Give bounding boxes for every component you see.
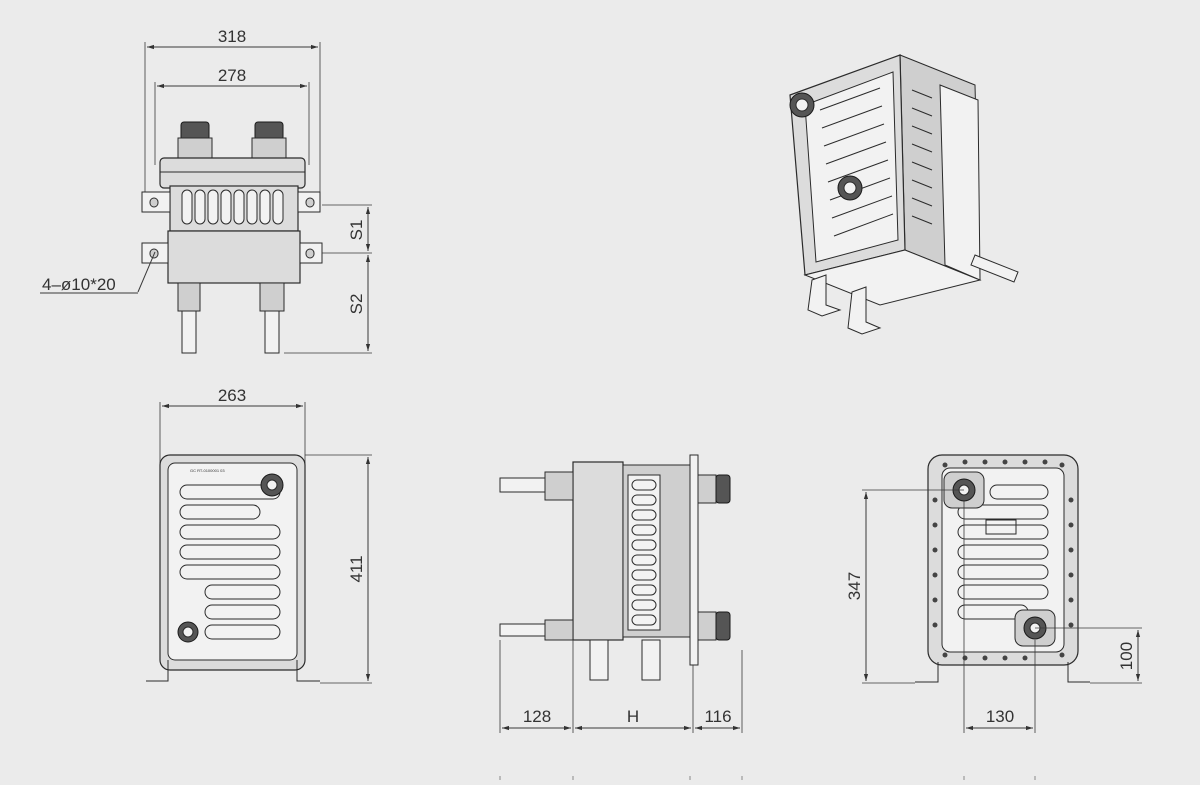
dim-100: 100 bbox=[1117, 642, 1136, 670]
dim-347: 347 bbox=[845, 572, 864, 600]
dim-s1: S1 bbox=[347, 220, 366, 241]
hole-spec-label: 4–ø10*20 bbox=[42, 275, 116, 294]
dim-h: H bbox=[627, 707, 639, 726]
isometric-view bbox=[789, 54, 1019, 335]
top-view: 318 278 bbox=[40, 27, 372, 354]
dim-128: 128 bbox=[523, 707, 551, 726]
bottom-marks bbox=[499, 776, 1036, 780]
dim-116: 116 bbox=[704, 707, 731, 726]
dim-318: 318 bbox=[218, 27, 246, 46]
dim-278: 278 bbox=[218, 66, 246, 85]
side-view: 128 H 116 bbox=[499, 454, 743, 733]
dim-130: 130 bbox=[986, 707, 1014, 726]
dim-411: 411 bbox=[347, 555, 366, 582]
back-view: 347 100 130 bbox=[845, 454, 1142, 733]
front-view: 263 GC RT-0100001 03 411 bbox=[146, 386, 372, 684]
svg-text:GC RT-0100001 03: GC RT-0100001 03 bbox=[190, 468, 225, 473]
dim-s2: S2 bbox=[347, 294, 366, 315]
dim-263: 263 bbox=[218, 386, 246, 405]
